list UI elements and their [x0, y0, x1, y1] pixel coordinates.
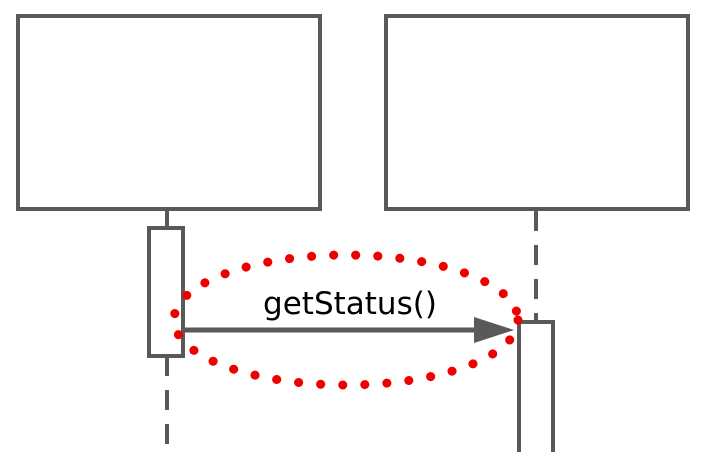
highlight-ellipse: [169, 250, 523, 390]
activation-bar-right[interactable]: [517, 320, 555, 452]
message-arrowhead: [474, 317, 514, 343]
participant-box-left[interactable]: [16, 14, 322, 211]
participant-box-right[interactable]: [384, 14, 690, 211]
message-label: getStatus(): [263, 286, 437, 322]
